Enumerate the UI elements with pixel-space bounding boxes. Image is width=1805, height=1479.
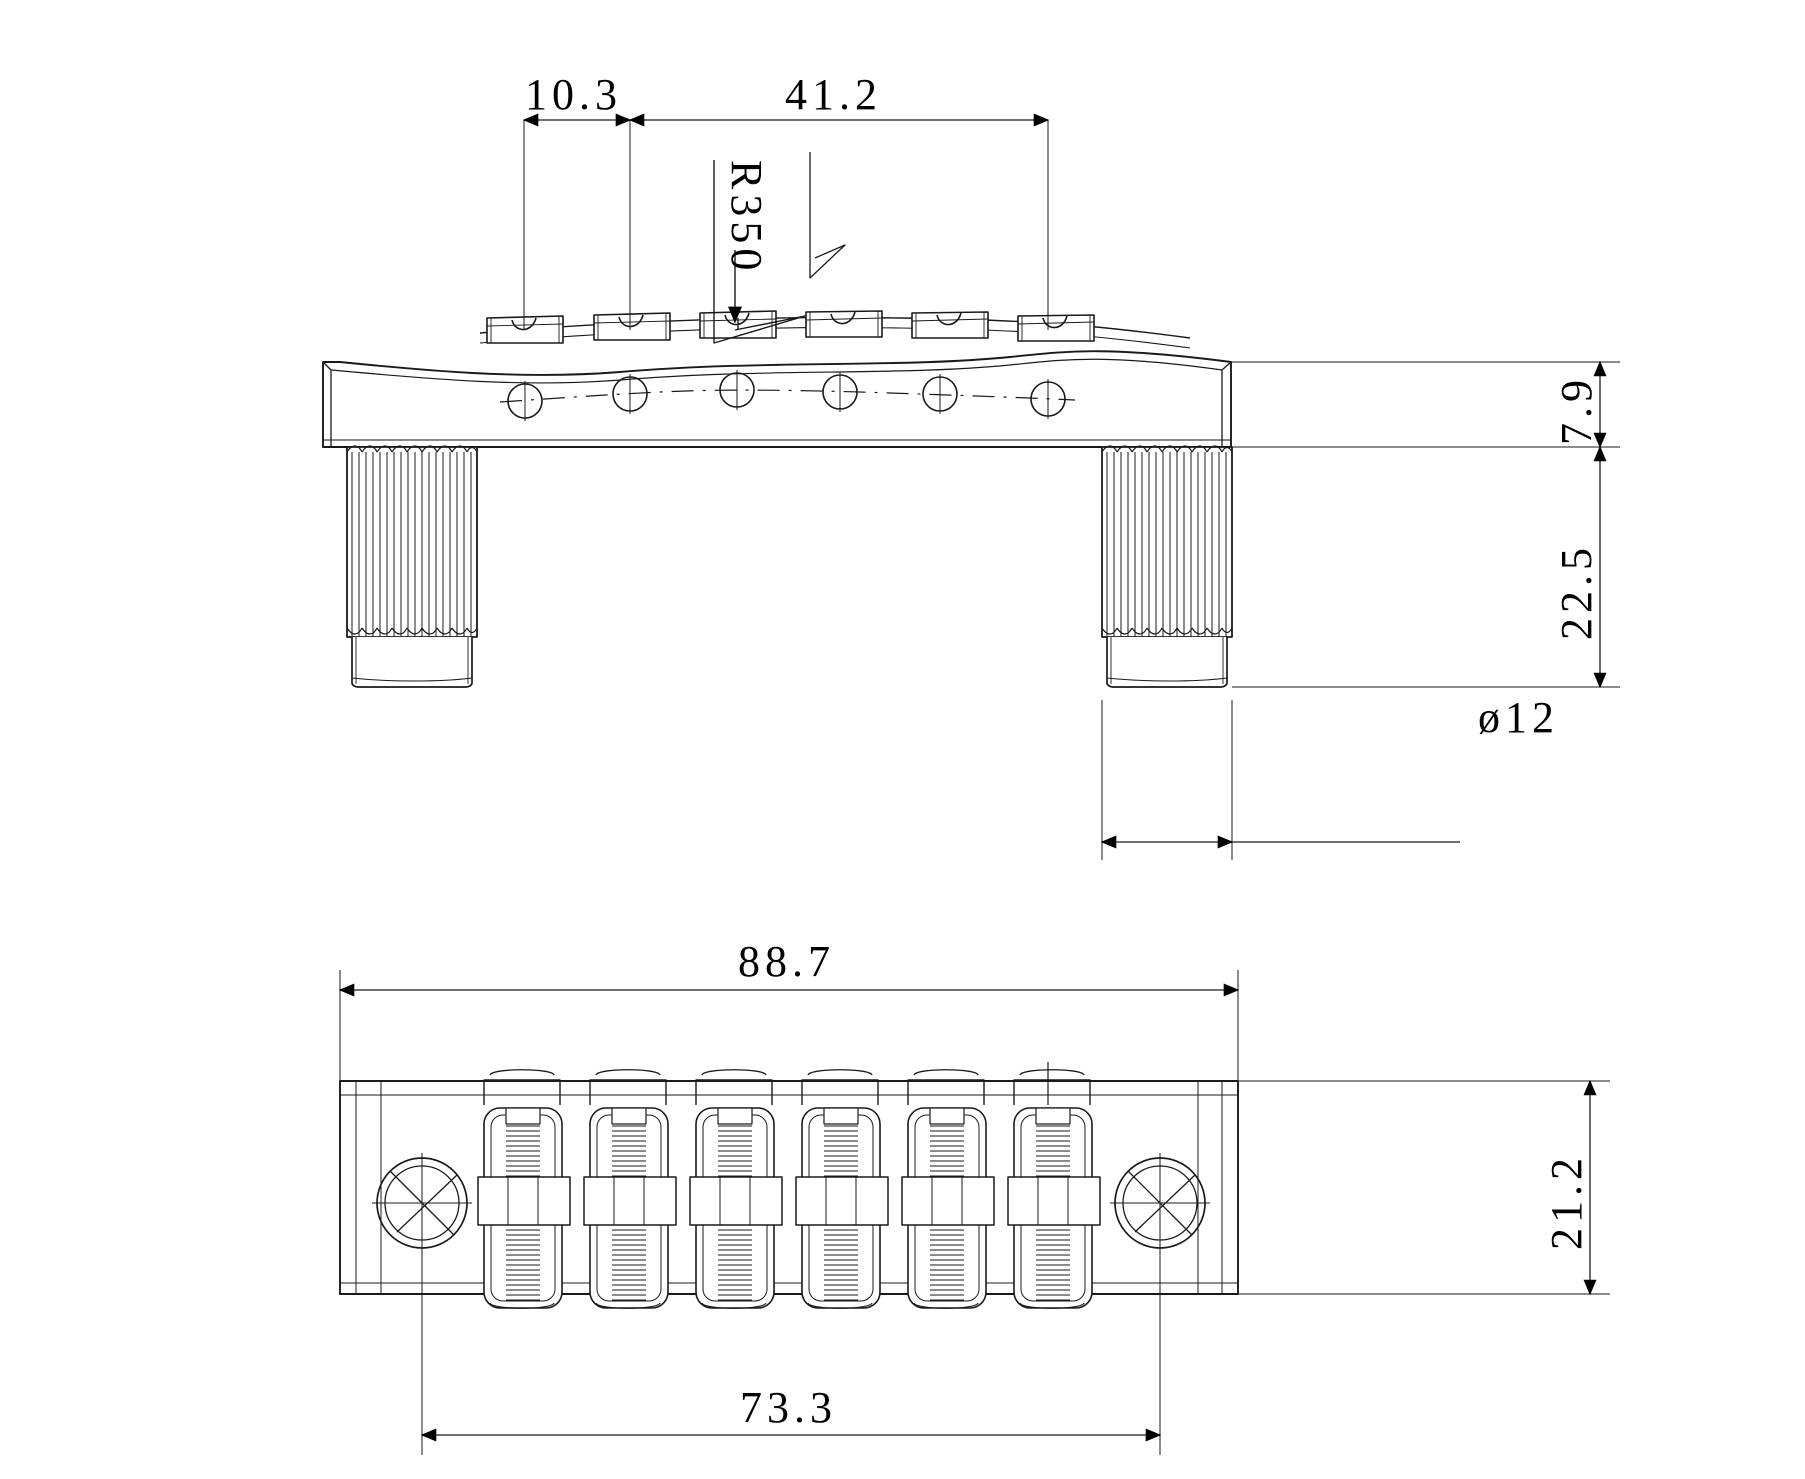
saddle-group-front (486, 310, 1095, 344)
saddle-group-plan (477, 1062, 1101, 1309)
dim-label-post-spacing: 73.3 (740, 1383, 837, 1432)
saddle-2 (593, 312, 671, 341)
dim-radius-zigzag (809, 152, 846, 279)
saddle-4 (805, 310, 883, 338)
saddle-1 (486, 315, 564, 344)
dim-label-saddle-pitch: 10.3 (525, 70, 622, 119)
saddle-5 (911, 311, 989, 339)
bridge-body-outline (322, 350, 1232, 448)
hole-center-ticks (524, 370, 1049, 421)
dim-overall-length-ext (339, 970, 1239, 1081)
left-post-hole-plan (372, 1153, 472, 1253)
saddle-plan-3 (689, 1069, 783, 1309)
dim-label-plate-thickness: 7.9 (1552, 375, 1601, 445)
dim-extension-lines (523, 120, 1049, 330)
plate-outline (339, 1080, 1239, 1295)
dim-label-post-diameter: ø12 (1478, 693, 1559, 742)
dim-label-string-span: 41.2 (785, 70, 882, 119)
saddle-plan-5 (901, 1069, 995, 1309)
right-post-assembly (1101, 445, 1233, 688)
hole-centreline (499, 389, 1076, 403)
dim-label-plate-width: 21.2 (1542, 1153, 1591, 1250)
dim-label-radius-callout: R350 (722, 160, 771, 276)
dim-post-diameter (1101, 700, 1233, 860)
top-plan-view (338, 970, 1610, 1455)
dim-plate-width-ext (1238, 1080, 1610, 1295)
saddle-plan-2 (583, 1069, 677, 1309)
saddle-plan-4 (795, 1069, 889, 1309)
right-post-hole-plan (1110, 1153, 1210, 1253)
front-elevation-view (322, 113, 1620, 860)
saddle-plan-1 (477, 1069, 571, 1309)
dim-label-overall-length: 88.7 (738, 937, 835, 986)
saddle-6 (1017, 314, 1095, 342)
dim-right-extension-lines (1231, 361, 1620, 688)
dim-label-post-height: 22.5 (1552, 543, 1601, 640)
dim-post-spacing-ext (421, 1250, 1161, 1455)
saddle-plan-6 (1007, 1062, 1101, 1309)
left-post-assembly (346, 445, 478, 688)
